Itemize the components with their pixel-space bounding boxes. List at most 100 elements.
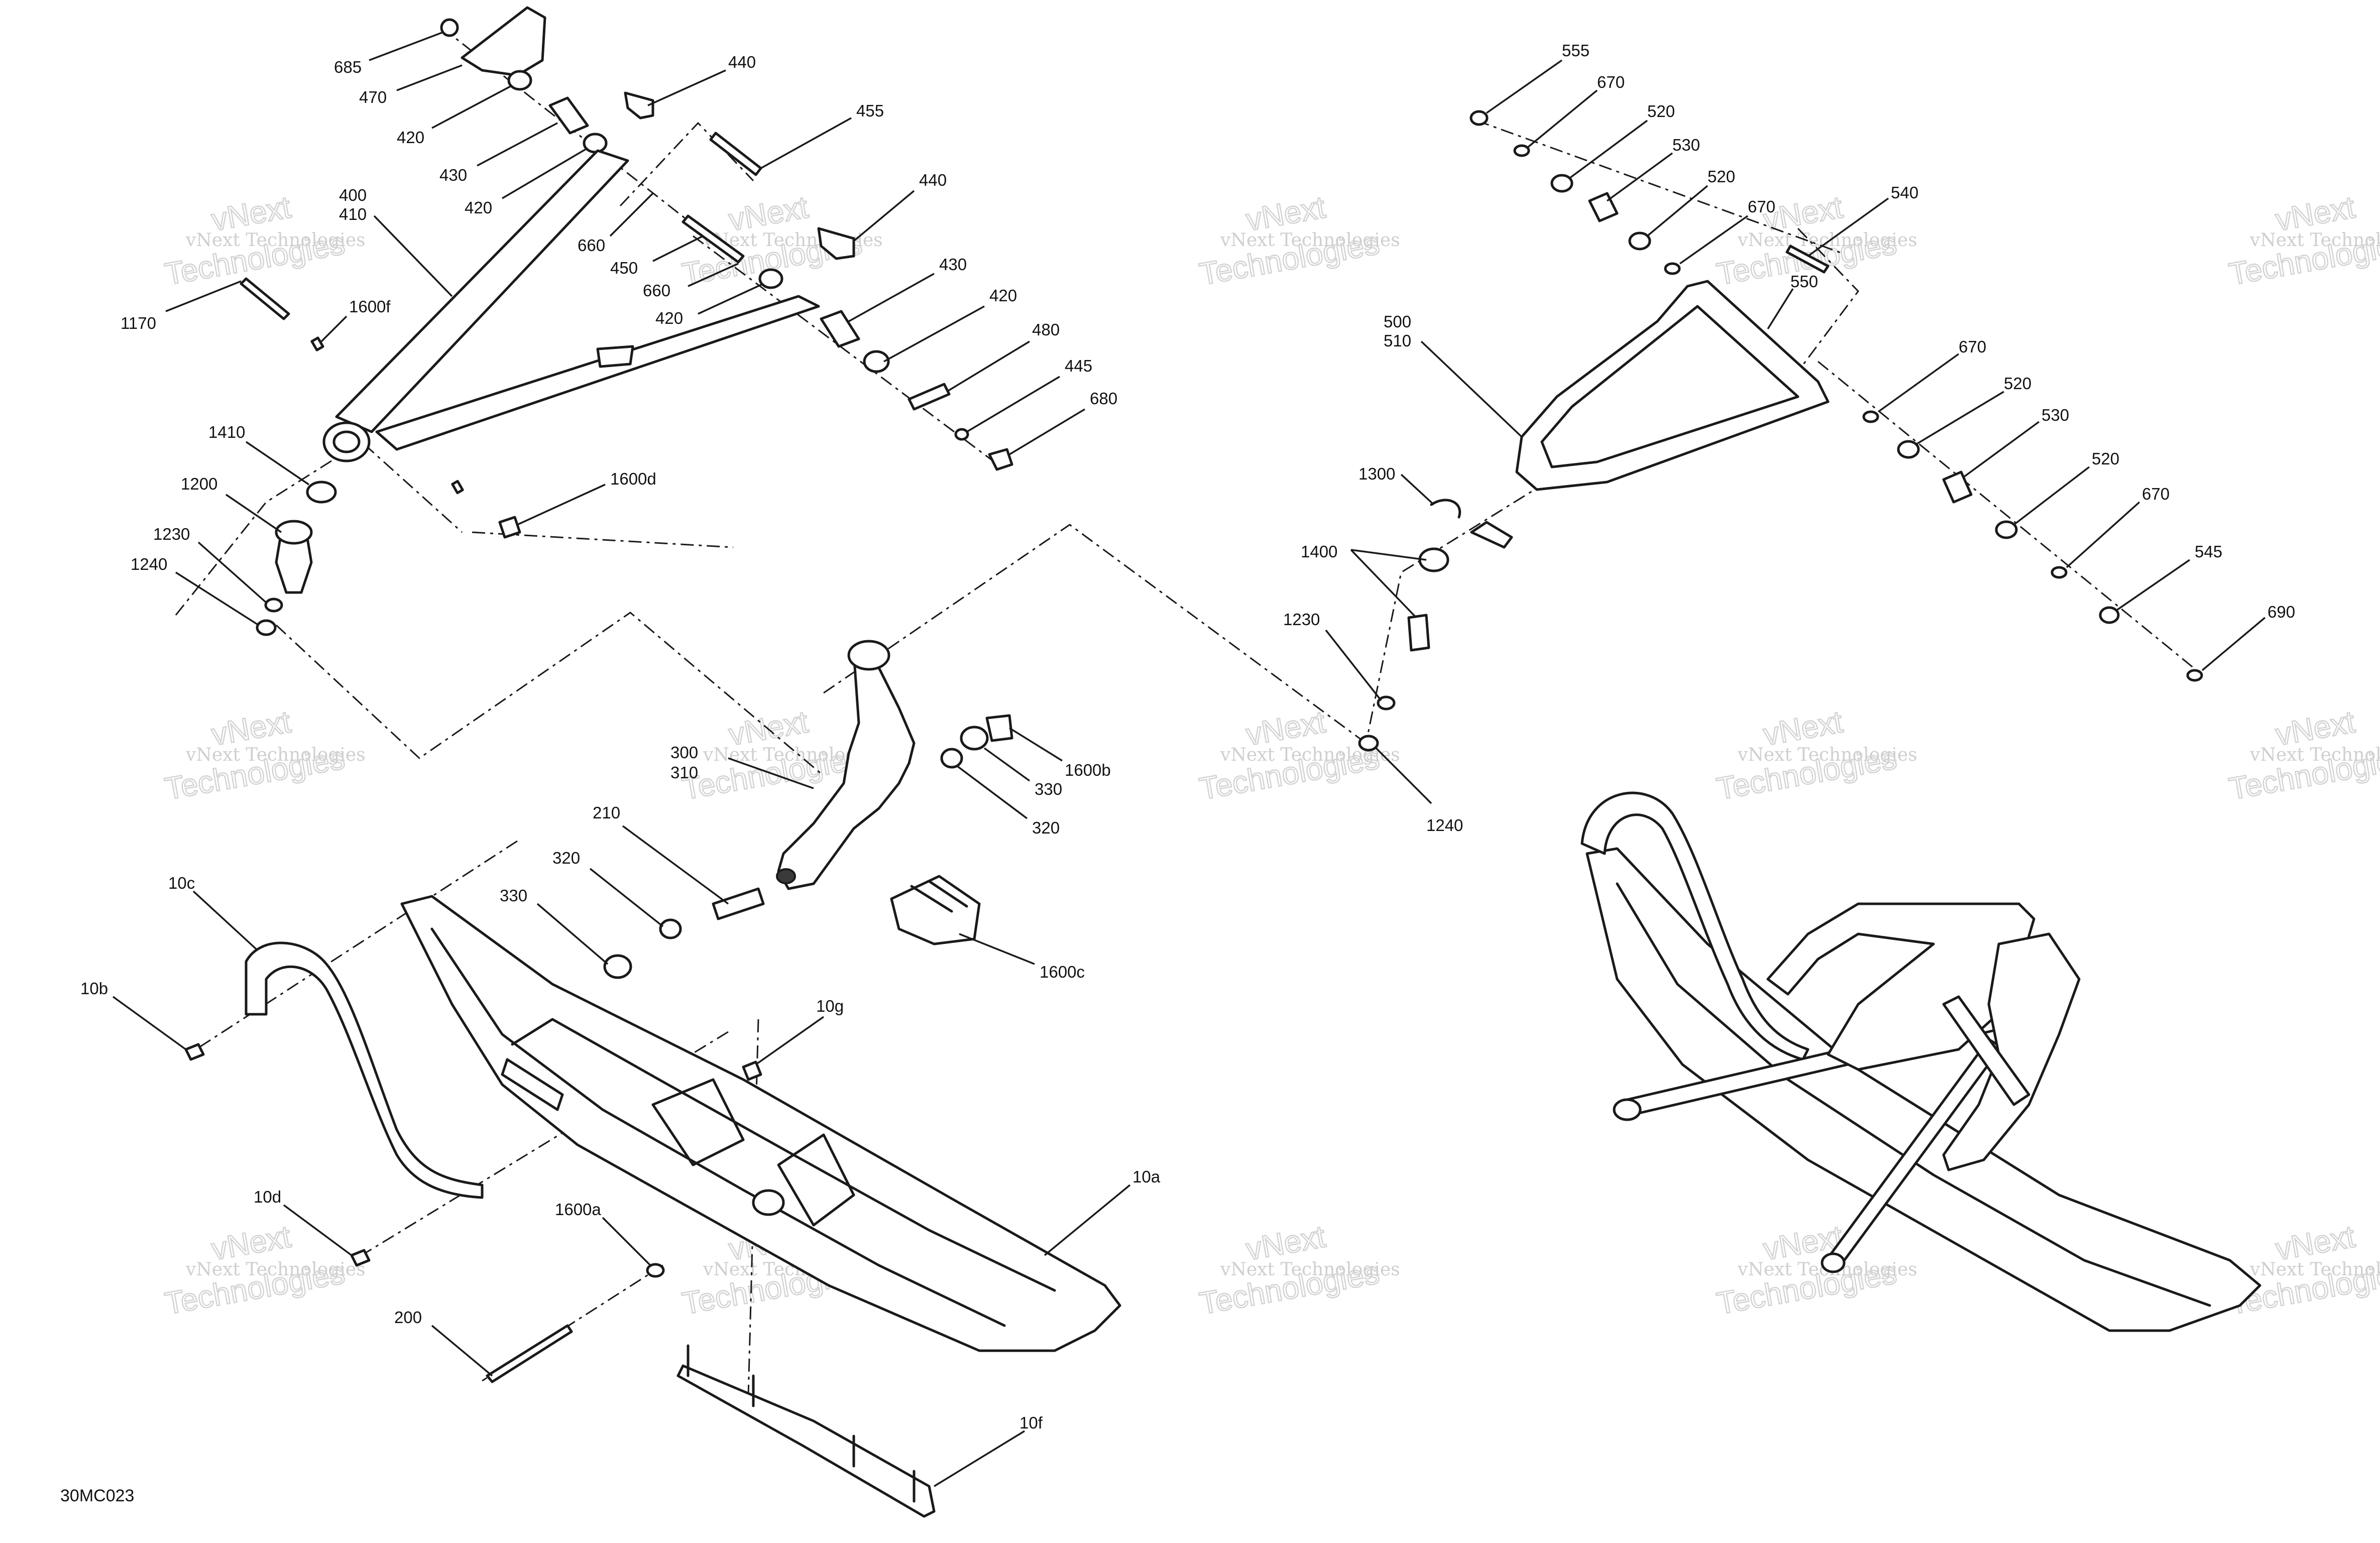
callout-330: 330 xyxy=(500,886,527,905)
spindle-300 xyxy=(777,646,916,890)
leader-1240b xyxy=(1375,747,1432,804)
assembled-ski-view xyxy=(1580,791,2261,1332)
callout-10a: 10a xyxy=(1132,1167,1161,1186)
callout-labels: 685 470 420 430 420 440 455 400 410 660 … xyxy=(80,41,2295,1432)
assembled-spindle xyxy=(1942,932,2081,1171)
washer-1230-left xyxy=(264,598,283,613)
shock-arm-assembly xyxy=(1469,110,2203,682)
leader-530a xyxy=(1606,152,1673,202)
leader-330a xyxy=(983,747,1031,782)
bolt-10g xyxy=(742,1060,762,1081)
callout-1600b: 1600b xyxy=(1065,761,1111,779)
leader-lines xyxy=(112,32,2266,1487)
callout-445: 445 xyxy=(1065,357,1092,375)
washer-320-right xyxy=(940,748,963,769)
leader-450 xyxy=(652,235,704,262)
callout-210: 210 xyxy=(593,803,620,822)
spindle-assembly xyxy=(603,640,1013,979)
leader-670b xyxy=(1679,215,1749,265)
bumper-1600c-ridge xyxy=(910,880,968,913)
callout-670: 670 xyxy=(1597,73,1625,91)
leader-430b xyxy=(848,273,935,322)
callout-200: 200 xyxy=(394,1308,422,1327)
bushing-420-mid xyxy=(583,133,608,154)
stud-1400 xyxy=(1407,614,1430,652)
leader-1600f xyxy=(320,315,348,342)
leader-670c xyxy=(1877,353,1960,413)
washer-670-d xyxy=(2051,566,2068,579)
bushing-420-end xyxy=(863,350,890,373)
axis-ball-joint xyxy=(275,612,824,777)
leader-300 xyxy=(728,757,814,789)
clip-440-top xyxy=(624,91,654,120)
leader-10c xyxy=(192,890,257,950)
leader-520a xyxy=(1568,120,1648,179)
callout-440: 440 xyxy=(728,53,756,71)
drawing-id: 30MC023 xyxy=(60,1486,134,1505)
callout-10d: 10d xyxy=(254,1188,281,1206)
callout-540: 540 xyxy=(1891,183,1918,202)
a-arm-400-tube-front xyxy=(335,149,629,433)
watermark-line: vNext Technologies xyxy=(185,230,366,251)
callout-670: 670 xyxy=(1959,337,1986,356)
callout-1600a: 1600a xyxy=(555,1200,601,1219)
leader-1410 xyxy=(246,441,309,486)
washer-480 xyxy=(908,383,951,411)
callout-545: 545 xyxy=(2195,542,2222,561)
watermark: vNext vNext Technologies Technologies xyxy=(2226,1219,2380,1322)
leader-660b xyxy=(688,263,739,287)
leader-10f xyxy=(934,1430,1025,1487)
leader-1240a xyxy=(175,571,259,626)
callout-670: 670 xyxy=(1748,197,1775,216)
callout-330: 330 xyxy=(1035,780,1062,798)
watermark-line: vNext Technologies xyxy=(1220,1259,1400,1280)
callout-670: 670 xyxy=(2142,485,2170,503)
leader-10d xyxy=(283,1204,353,1256)
callout-420: 420 xyxy=(655,309,683,327)
leader-520c xyxy=(1915,391,2004,445)
ball-joint-1200-ball xyxy=(275,520,313,545)
washer-445 xyxy=(954,428,969,441)
leader-1400b xyxy=(1350,549,1417,619)
callout-420: 420 xyxy=(397,128,424,147)
axis-upper-arm-front-offset xyxy=(619,122,754,207)
callout-555: 555 xyxy=(1562,41,1590,60)
callout-455: 455 xyxy=(856,101,884,120)
callout-520: 520 xyxy=(2004,374,2031,393)
bushing-520-d xyxy=(1995,520,2018,539)
watermark-line: vNext Technologies xyxy=(2249,230,2380,251)
sleeve-430-lower xyxy=(820,310,860,348)
spindle-hole xyxy=(776,868,796,884)
bolt-455 xyxy=(709,132,762,176)
watermark: vNext vNext Technologies Technologies xyxy=(2226,704,2380,807)
callout-1230: 1230 xyxy=(153,525,190,543)
leader-430a xyxy=(477,122,558,167)
ski-handle-10c xyxy=(245,941,484,1199)
axis-arm-pivot-left xyxy=(175,441,463,616)
nut-1240-left xyxy=(256,619,277,636)
callout-660: 660 xyxy=(578,236,605,255)
leader-520d xyxy=(2013,466,2090,526)
leader-320b xyxy=(589,868,664,927)
snap-ring-1410 xyxy=(306,481,337,504)
sleeve-530-a xyxy=(1588,192,1619,222)
washer-670-c xyxy=(1862,410,1879,423)
snap-ring-1300 xyxy=(1430,499,1461,519)
ski-pivot-hole xyxy=(752,1189,785,1216)
nut-555 xyxy=(1469,110,1489,126)
bushing-520-c xyxy=(1897,440,1920,459)
callout-470: 470 xyxy=(359,88,387,106)
runner-10f-studs xyxy=(687,1344,916,1503)
leader-400 xyxy=(373,215,453,297)
watermark-line: vNext Technologies xyxy=(1737,745,1917,765)
shock-arm-510-inner xyxy=(1540,305,1799,468)
callout-685: 685 xyxy=(334,58,362,76)
a-arm-brace xyxy=(596,345,634,368)
watermark: vNext vNext Technologies Technologies xyxy=(1196,1219,1400,1322)
rod-end-1400 xyxy=(1470,521,1513,549)
leader-420c xyxy=(698,283,764,315)
callout-10f: 10f xyxy=(1019,1413,1043,1432)
runner-10f xyxy=(676,1364,936,1518)
callout-1600d: 1600d xyxy=(610,469,656,488)
bolt-685-head xyxy=(440,18,459,37)
